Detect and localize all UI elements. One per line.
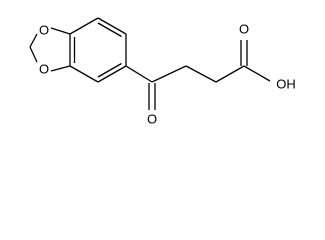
side-chain: O O OH — [125, 21, 296, 126]
chain-bond — [151, 65, 187, 83]
dioxole-ring: O O — [29, 22, 71, 76]
ring-o-bond — [50, 27, 71, 35]
chain-bond — [215, 65, 245, 83]
ring-bond — [97, 17, 127, 35]
acid-hydroxyl-bond — [243, 65, 271, 82]
ring-o-bond — [29, 33, 38, 48]
ring-bond — [69, 65, 99, 83]
hydroxyl-label: OH — [276, 76, 296, 91]
ring-o-bond — [50, 65, 71, 72]
ring-inner-double-bond — [97, 22, 122, 38]
ring-inner-double-bond — [97, 62, 122, 78]
acid-carbonyl-oxygen-label: O — [239, 21, 249, 36]
ring-bond — [69, 17, 99, 35]
ring-bond — [97, 65, 127, 83]
chemical-structure: O O O O OH — [29, 17, 296, 126]
chain-bond — [125, 65, 153, 83]
ring-o-bond — [29, 46, 38, 63]
oxygen-label: O — [39, 22, 49, 37]
chain-bond — [185, 65, 217, 83]
ketone-oxygen-label: O — [147, 111, 157, 126]
oxygen-label: O — [39, 61, 49, 76]
benzene-ring — [69, 17, 127, 83]
